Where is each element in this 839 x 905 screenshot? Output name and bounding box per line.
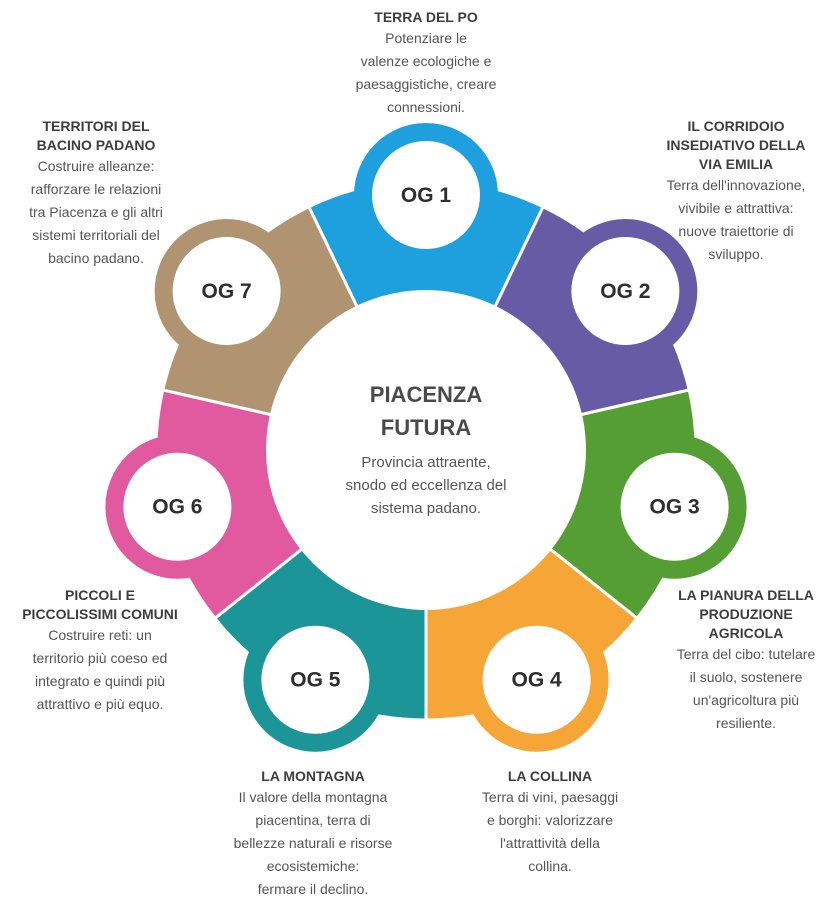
badge-label-og1: OG 1 [401,184,452,207]
badge-label-og5: OG 5 [290,669,341,692]
badge-disc-og3 [620,452,729,561]
badge-label-og2: OG 2 [600,280,650,303]
badge-disc-og1 [372,141,480,249]
og4-description: LA COLLINA Terra di vini, paesaggi e bor… [446,767,654,878]
og2-text: Terra dell'innovazione, vivibile e attra… [666,177,806,262]
og2-description: IL CORRIDOIO INSEDIATIVO DELLA VIA EMILI… [632,117,839,266]
og5-text: Il valore della montagna piacentina, ter… [233,789,393,897]
og3-title: LA PIANURA DELLA PRODUZIONE AGRICOLA [678,587,814,641]
badge-label-og4: OG 4 [512,669,563,692]
badge-label-og6: OG 6 [152,496,202,519]
center-text-line-3: sistema padano. [371,500,481,517]
og1-title: TERRA DEL PO [374,9,478,25]
og6-title: PICCOLI E PICCOLISSIMI COMUNI [22,587,178,622]
center-text-line-2: snodo ed eccellenza del [346,477,507,494]
og1-text: Potenziare le valenze ecologiche e paesa… [355,30,497,115]
og6-text: Costruire reti: un territorio più coeso … [32,627,168,712]
badge-label-og3: OG 3 [650,496,700,519]
badge-disc-og2 [571,237,680,346]
badge-label-og7: OG 7 [202,280,252,303]
og1-description: TERRA DEL PO Potenziare le valenze ecolo… [322,8,530,119]
og7-description: TERRITORI DEL BACINO PADANO Costruire al… [0,117,192,270]
center-title-line-1: PIACENZA [370,382,483,407]
center-title-line-2: FUTURA [381,415,472,440]
badge-disc-og7 [172,237,281,346]
og5-description: LA MONTAGNA Il valore della montagna pia… [206,767,420,901]
og4-text: Terra di vini, paesaggi e borghi: valori… [481,789,619,874]
center-disc [266,290,586,610]
og5-title: LA MONTAGNA [261,768,365,784]
center-text-line-1: Provincia attraente, [361,454,490,471]
objective-badges: OG 1 OG 2 OG 3 OG 4 OG 5 OG 6 OG 7 [105,123,747,752]
og7-title: TERRITORI DEL BACINO PADANO [36,118,156,153]
badge-disc-og5 [261,625,370,734]
og6-description: PICCOLI E PICCOLISSIMI COMUNI Costruire … [0,586,200,716]
og7-text: Costruire alleanze: rafforzare le relazi… [29,158,163,266]
badge-disc-og4 [482,625,591,734]
badge-disc-og6 [123,452,232,561]
og4-title: LA COLLINA [507,768,593,784]
og3-text: Terra del cibo: tutelare il suolo, soste… [676,646,816,731]
og3-description: LA PIANURA DELLA PRODUZIONE AGRICOLA Ter… [642,586,839,735]
og2-title: IL CORRIDOIO INSEDIATIVO DELLA VIA EMILI… [666,118,806,172]
